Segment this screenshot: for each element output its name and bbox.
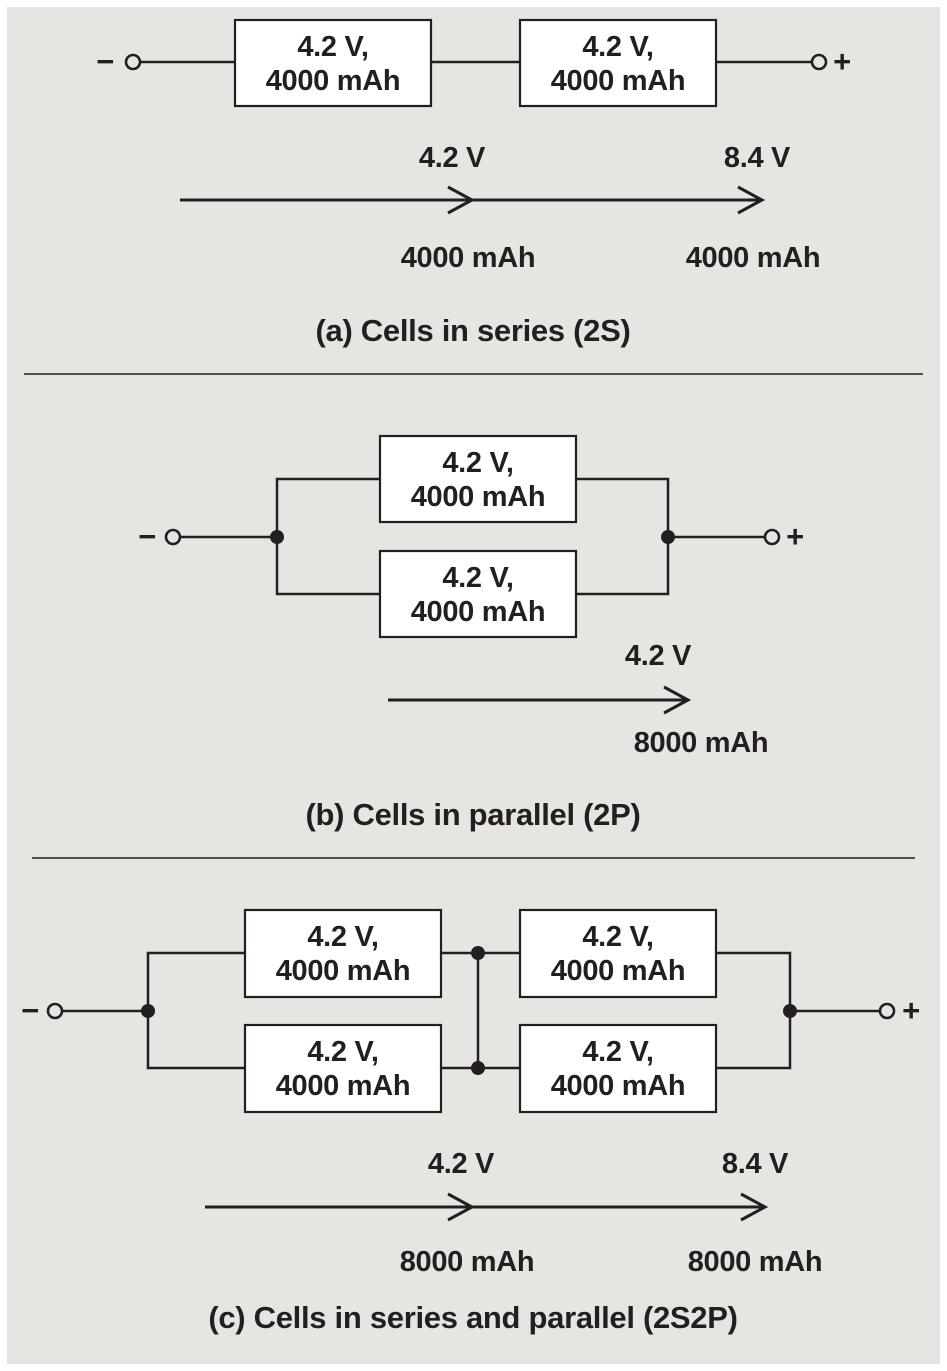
terminal-circle: [164, 528, 182, 546]
panel-caption: (c) Cells in series and parallel (2S2P): [208, 1300, 737, 1335]
panel-a-series: − + 4.2 V, 4000 mAh 4.2 V, 4000 mAh 4.2 …: [24, 18, 923, 375]
minus-terminal-label: −: [138, 519, 156, 554]
arrowhead-mid: [447, 185, 476, 215]
cell-box: [243, 1023, 443, 1114]
voltage-label-end: 8.4 V: [724, 142, 791, 174]
panel-caption: (b) Cells in parallel (2P): [305, 797, 640, 832]
cell-box: [518, 18, 718, 108]
junction-dot: [471, 946, 485, 960]
junction-dot: [270, 530, 284, 544]
cell-capacity-label: 4000 mAh: [276, 955, 411, 987]
junction-dot: [661, 530, 675, 544]
voltage-label: 4.2 V: [625, 640, 692, 672]
capacity-label-end: 8000 mAh: [688, 1246, 823, 1278]
cell-capacity-label: 4000 mAh: [411, 596, 546, 628]
bus-wire-middle: [441, 951, 520, 1070]
cell-box: [518, 908, 718, 999]
capacity-label-mid: 8000 mAh: [400, 1246, 535, 1278]
junction-dot: [783, 1004, 797, 1018]
cell-capacity-label: 4000 mAh: [266, 65, 401, 97]
plus-terminal-label: +: [902, 993, 920, 1028]
voltage-label-mid: 4.2 V: [419, 142, 486, 174]
arrowhead-end: [740, 1192, 769, 1222]
capacity-label-end: 4000 mAh: [686, 242, 821, 274]
terminal-circle: [878, 1002, 896, 1020]
terminal-circle: [46, 1002, 64, 1020]
arrowhead-end: [663, 685, 692, 715]
capacity-label: 8000 mAh: [634, 727, 769, 759]
minus-terminal-label: −: [21, 993, 39, 1028]
cell-box: [518, 1023, 718, 1114]
cell-box: [243, 908, 443, 999]
figure-background: [7, 7, 940, 1364]
arrowhead-end: [737, 185, 766, 215]
minus-terminal-label: −: [96, 44, 114, 79]
terminal-circle: [763, 528, 781, 546]
cell-capacity-label: 4000 mAh: [411, 481, 546, 513]
cell-box: [378, 434, 578, 524]
cell-capacity-label: 4000 mAh: [551, 65, 686, 97]
arrowhead-mid: [447, 1192, 476, 1222]
cell-box: [378, 549, 578, 639]
terminal-circle: [124, 53, 142, 71]
panel-c-series-parallel: − 4.2 V, 4000 mAh 4.2 V, 4000 mAh 4.2 V,…: [21, 908, 920, 1335]
cell-voltage-label: 4.2 V,: [582, 1036, 653, 1068]
junction-dot: [141, 1004, 155, 1018]
plus-terminal-label: +: [833, 44, 851, 79]
cell-voltage-label: 4.2 V,: [307, 921, 378, 953]
cell-voltage-label: 4.2 V,: [582, 31, 653, 63]
cell-capacity-label: 4000 mAh: [551, 1070, 686, 1102]
cell-capacity-label: 4000 mAh: [551, 955, 686, 987]
junction-dot: [471, 1061, 485, 1075]
cell-voltage-label: 4.2 V,: [307, 1036, 378, 1068]
cell-voltage-label: 4.2 V,: [582, 921, 653, 953]
panel-b-parallel: − 4.2 V, 4000 mAh 4.2 V, 4000 mAh + 4.2 …: [32, 434, 915, 859]
capacity-label-mid: 4000 mAh: [401, 242, 536, 274]
cell-voltage-label: 4.2 V,: [297, 31, 368, 63]
plus-terminal-label: +: [786, 519, 804, 554]
cell-box: [233, 18, 433, 108]
bus-wire-right: [716, 951, 880, 1070]
cell-voltage-label: 4.2 V,: [442, 447, 513, 479]
cell-voltage-label: 4.2 V,: [442, 562, 513, 594]
cell-capacity-label: 4000 mAh: [276, 1070, 411, 1102]
terminal-circle: [810, 53, 828, 71]
panel-caption: (a) Cells in series (2S): [316, 313, 631, 348]
voltage-label-end: 8.4 V: [722, 1148, 789, 1180]
voltage-label-mid: 4.2 V: [428, 1148, 495, 1180]
